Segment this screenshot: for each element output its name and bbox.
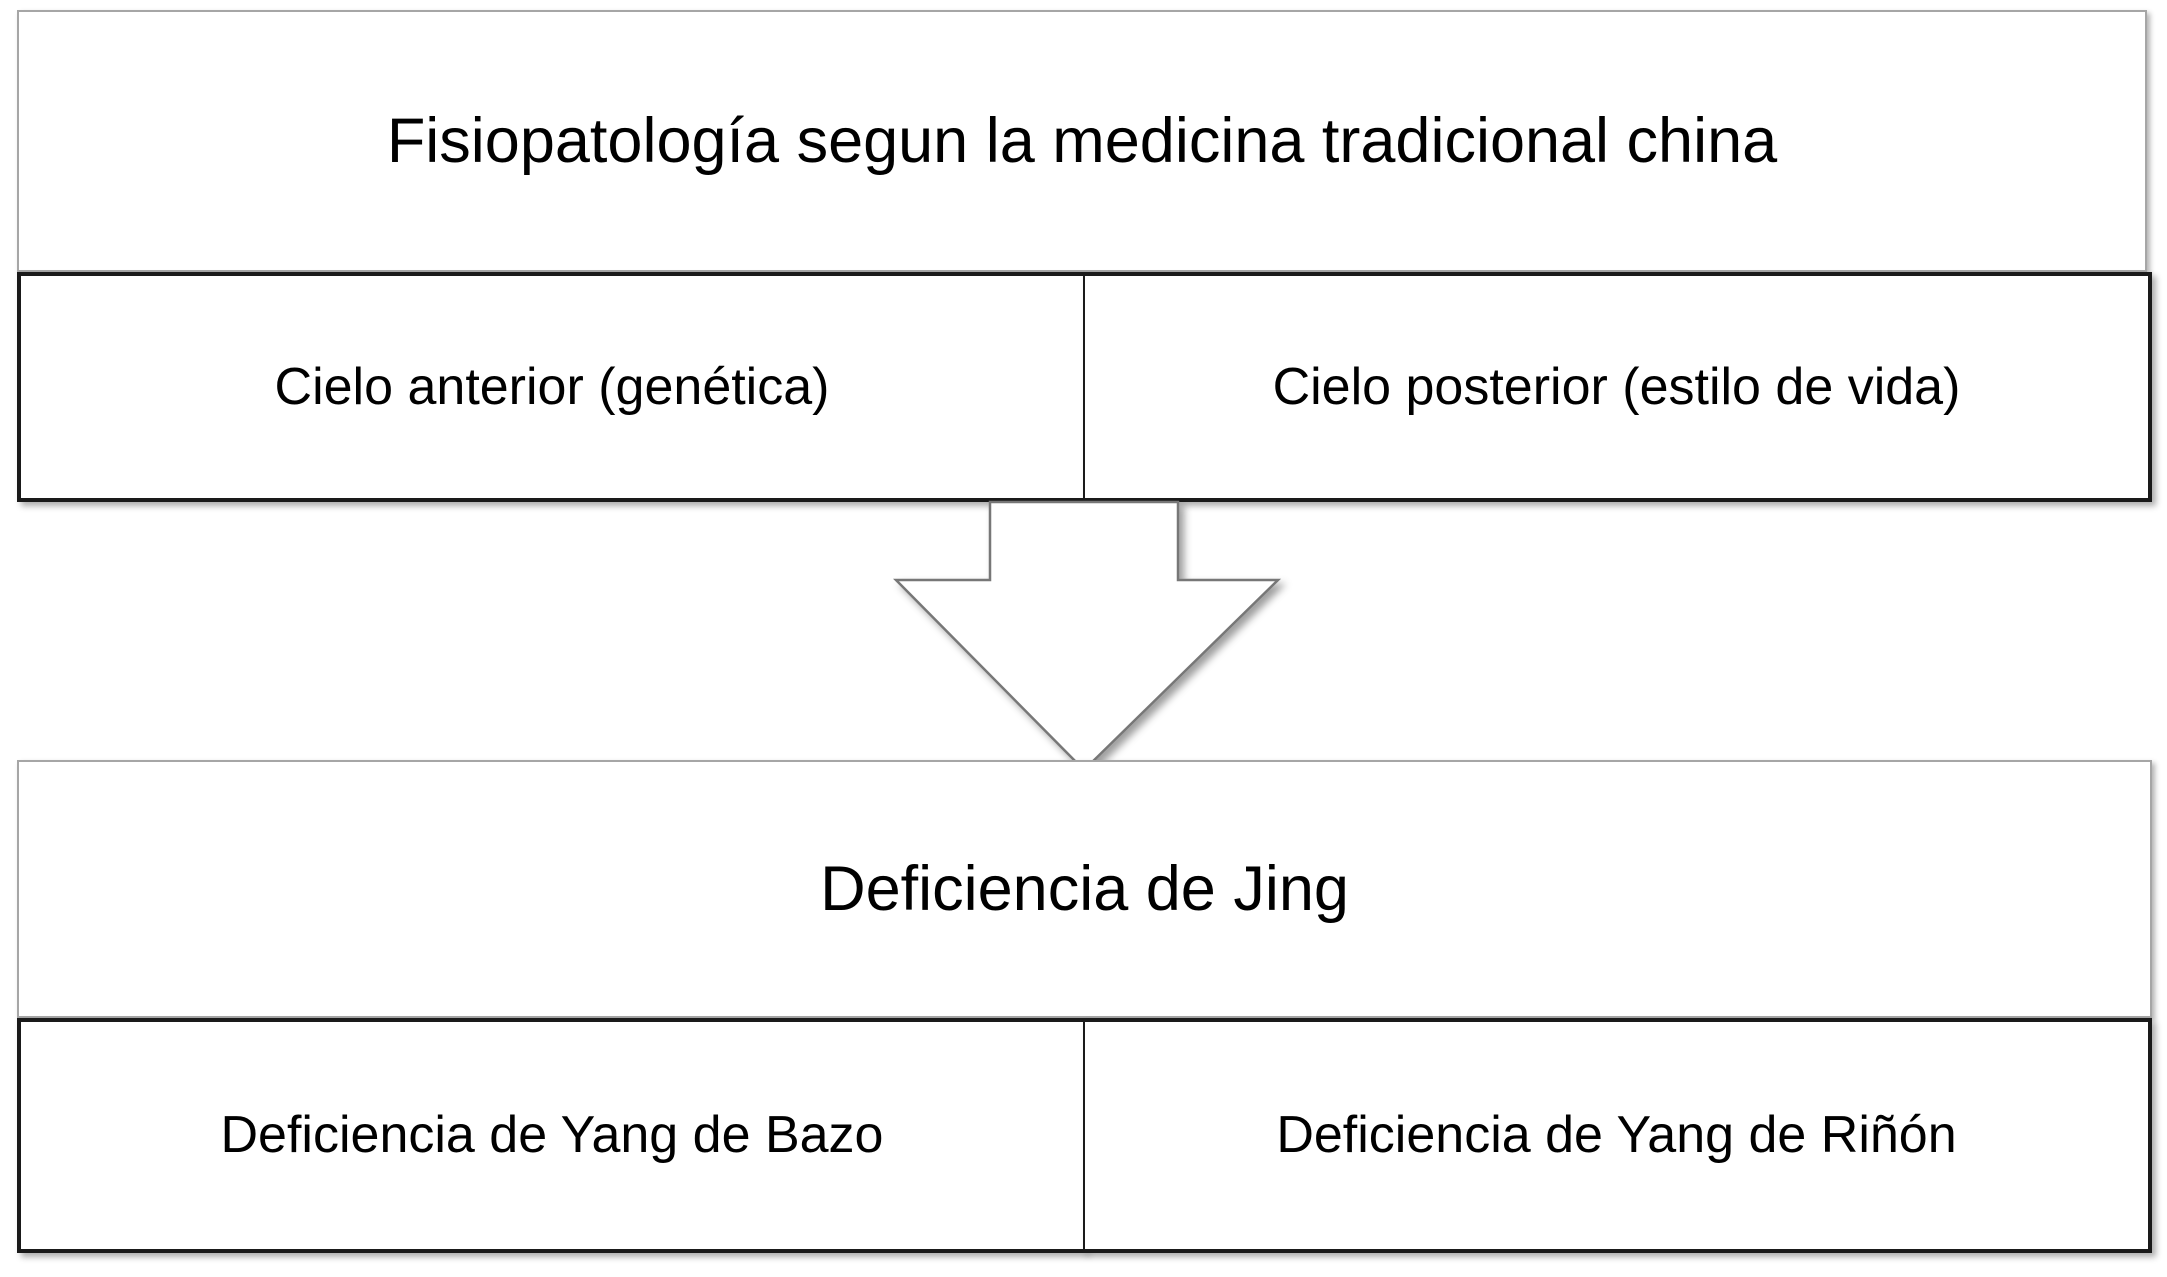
consequence-cell-yang-rinon: Deficiencia de Yang de Riñón bbox=[1083, 1018, 2152, 1253]
consequence-cell-yang-bazo-label: Deficiencia de Yang de Bazo bbox=[220, 1106, 884, 1165]
result-box-label: Deficiencia de Jing bbox=[820, 853, 1349, 924]
consequence-cell-yang-bazo: Deficiencia de Yang de Bazo bbox=[17, 1018, 1085, 1253]
consequence-cell-yang-rinon-label: Deficiencia de Yang de Riñón bbox=[1276, 1106, 1957, 1165]
result-box-deficiencia-jing: Deficiencia de Jing bbox=[17, 760, 2152, 1018]
down-arrow-icon bbox=[880, 492, 1294, 784]
cause-cell-cielo-posterior-label: Cielo posterior (estilo de vida) bbox=[1272, 357, 1961, 416]
diagram-title-box: Fisiopatología segun la medicina tradici… bbox=[17, 10, 2147, 272]
cause-cell-cielo-anterior: Cielo anterior (genética) bbox=[17, 272, 1085, 502]
cause-cell-cielo-anterior-label: Cielo anterior (genética) bbox=[274, 357, 830, 416]
diagram-title-text: Fisiopatología segun la medicina tradici… bbox=[386, 105, 1778, 176]
cause-cell-cielo-posterior: Cielo posterior (estilo de vida) bbox=[1083, 272, 2152, 502]
